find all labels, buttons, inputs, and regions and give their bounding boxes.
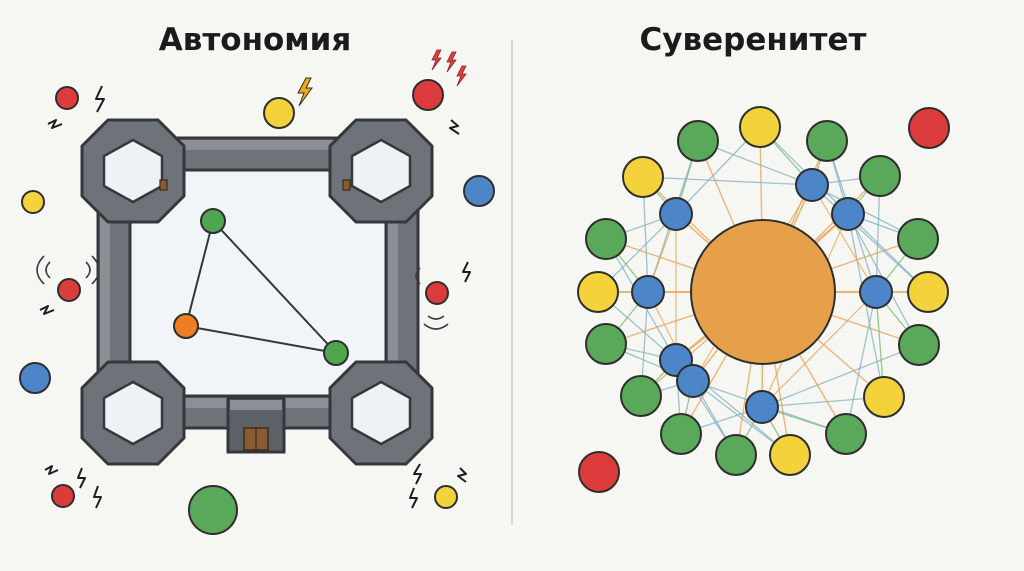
network-link bbox=[845, 291, 877, 435]
node-green bbox=[620, 375, 662, 417]
node-green bbox=[188, 485, 238, 535]
network-link bbox=[811, 184, 929, 293]
node-yellow bbox=[434, 485, 458, 509]
node-yellow bbox=[907, 271, 949, 313]
node-yellow bbox=[769, 434, 811, 476]
node-red bbox=[55, 86, 79, 110]
outside-nodes-left bbox=[19, 79, 495, 535]
node-blue bbox=[831, 197, 865, 231]
node-blue bbox=[676, 364, 710, 398]
inner-node-green-bottom bbox=[323, 340, 349, 366]
node-blue bbox=[463, 175, 495, 207]
sovereignty-network bbox=[577, 106, 949, 476]
core-node bbox=[690, 219, 836, 365]
node-red bbox=[908, 107, 950, 149]
lightning-icon bbox=[39, 85, 471, 509]
node-blue bbox=[659, 197, 693, 231]
node-red bbox=[412, 79, 444, 111]
lightning-icon bbox=[431, 49, 467, 87]
node-green bbox=[898, 324, 940, 366]
node-green bbox=[660, 413, 702, 455]
lightning-icon bbox=[297, 77, 313, 107]
node-green bbox=[897, 218, 939, 260]
node-blue bbox=[745, 390, 779, 424]
stray-nodes-right bbox=[578, 107, 950, 493]
node-green bbox=[677, 120, 719, 162]
node-yellow bbox=[21, 190, 45, 214]
inner-node-orange bbox=[173, 313, 199, 339]
node-green bbox=[585, 218, 627, 260]
node-red bbox=[578, 451, 620, 493]
gate-door-icon bbox=[226, 396, 286, 454]
node-yellow bbox=[622, 156, 664, 198]
node-yellow bbox=[263, 97, 295, 129]
node-yellow bbox=[863, 376, 905, 418]
node-red bbox=[51, 484, 75, 508]
node-green bbox=[806, 120, 848, 162]
network-link bbox=[642, 176, 813, 186]
node-blue bbox=[795, 168, 829, 202]
network-link bbox=[761, 344, 920, 408]
node-blue bbox=[19, 362, 51, 394]
node-blue bbox=[631, 275, 665, 309]
autonomy-title: Автономия bbox=[158, 22, 352, 58]
node-blue bbox=[859, 275, 893, 309]
sovereignty-title: Суверенитет bbox=[639, 22, 867, 58]
network-link bbox=[811, 184, 877, 293]
inner-network bbox=[173, 208, 349, 366]
node-green bbox=[859, 155, 901, 197]
node-yellow bbox=[577, 271, 619, 313]
node-red bbox=[425, 281, 449, 305]
network-link bbox=[761, 291, 877, 408]
node-yellow bbox=[739, 106, 781, 148]
node-green bbox=[715, 434, 757, 476]
fortress bbox=[80, 118, 434, 466]
node-green bbox=[825, 413, 867, 455]
node-green bbox=[585, 323, 627, 365]
inner-node-green-top bbox=[200, 208, 226, 234]
signal-waves-icon bbox=[36, 255, 449, 330]
node-red bbox=[57, 278, 81, 302]
